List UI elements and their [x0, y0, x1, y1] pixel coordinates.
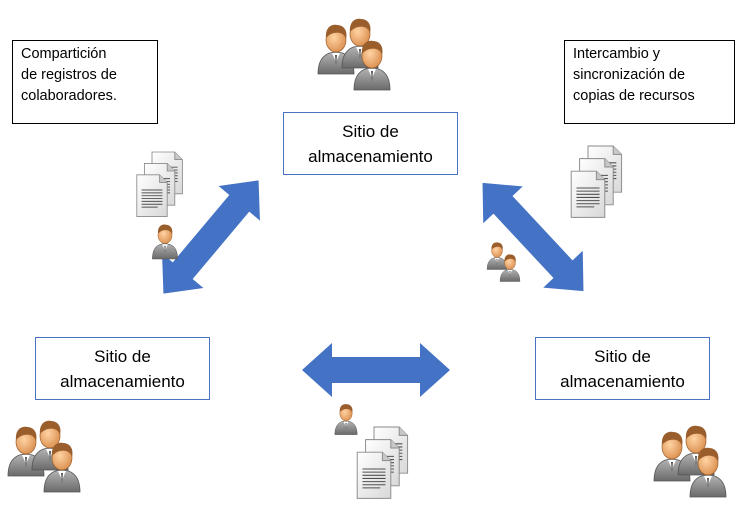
storage-site-left: Sitio de almacenamiento — [35, 337, 210, 400]
note-line: de registros de — [21, 67, 117, 83]
note-line: colaboradores. — [21, 88, 117, 104]
document-stack-icon — [137, 152, 183, 217]
note-collaborators: Compartición de registros de colaborador… — [12, 40, 158, 124]
note-line: sincronización de — [573, 67, 686, 83]
site-label: almacenamiento — [60, 371, 185, 391]
note-line: copias de recursos — [573, 88, 695, 104]
note-exchange: Intercambio y sincronización de copias d… — [564, 40, 735, 124]
site-label: Sitio de — [342, 121, 399, 141]
user-icon — [334, 403, 358, 435]
user-icon — [152, 224, 178, 260]
users-group-icon — [318, 19, 390, 90]
document-stack-icon — [571, 146, 621, 217]
note-line: Intercambio y — [573, 46, 661, 62]
document-stack-icon — [357, 427, 407, 498]
site-label: almacenamiento — [560, 371, 685, 391]
storage-site-right: Sitio de almacenamiento — [535, 337, 710, 400]
site-label: Sitio de — [94, 346, 151, 366]
user-icon — [486, 242, 508, 270]
site-label: almacenamiento — [308, 146, 433, 166]
double-arrow-icon — [302, 343, 450, 397]
note-line: Compartición — [21, 46, 107, 62]
site-label: Sitio de — [594, 346, 651, 366]
users-group-icon — [8, 421, 80, 492]
users-group-icon — [654, 426, 726, 497]
storage-site-top: Sitio de almacenamiento — [283, 112, 458, 175]
